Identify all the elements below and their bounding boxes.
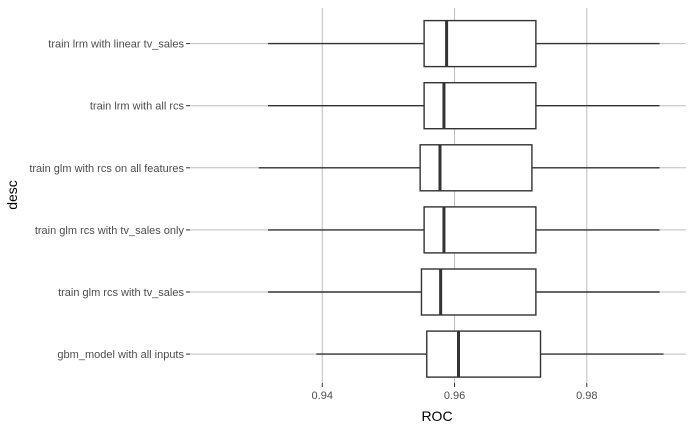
box-iqr <box>423 206 537 254</box>
boxes <box>258 19 664 378</box>
x-tick-label: 0.96 <box>444 390 465 402</box>
box-iqr <box>426 330 542 378</box>
y-tick-label: gbm_model with all inputs <box>57 349 184 361</box>
y-tick-label: train glm with rcs on all features <box>29 163 184 175</box>
box-iqr <box>419 144 533 192</box>
box-iqr <box>423 19 537 68</box>
x-tick-label: 0.94 <box>312 390 333 402</box>
box-iqr <box>420 268 537 316</box>
y-tick-label: train glm rcs with tv_sales only <box>35 225 185 237</box>
box-iqr <box>423 81 537 130</box>
x-axis-ticks: 0.94 0.96 0.98 <box>312 383 598 402</box>
x-tick-label: 0.98 <box>576 390 597 402</box>
y-tick-label: train lrm with all rcs <box>90 101 185 113</box>
y-axis-title: desc <box>4 180 20 210</box>
x-axis-title: ROC <box>421 408 452 424</box>
y-tick-label: train lrm with linear tv_sales <box>48 39 184 51</box>
y-tick-label: train glm rcs with tv_sales <box>58 287 184 299</box>
